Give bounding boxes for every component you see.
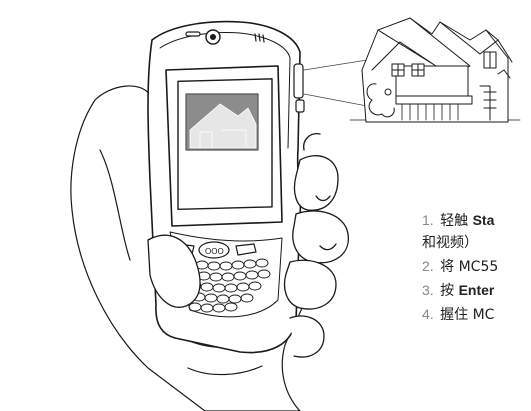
step-1: 1. 轻触 Sta 和视频）: [422, 212, 498, 251]
screen-preview-house-image: [186, 94, 258, 150]
step-3: 3. 按 Enter: [422, 282, 498, 299]
house-subject-illustration: [350, 18, 520, 122]
step-text: 轻触: [440, 213, 472, 229]
step-text: 按: [440, 283, 458, 299]
step-number: 2.: [422, 258, 434, 274]
side-scan-button[interactable]: [294, 64, 303, 98]
step-4: 4. 握住 MC: [422, 306, 498, 323]
instruction-steps: 1. 轻触 Sta 和视频） 2. 将 MC55 3. 按 Enter 4. 握…: [422, 212, 498, 323]
keypad-center-label: OOO: [205, 247, 224, 256]
side-volume-button[interactable]: [296, 100, 304, 112]
step-number: 3.: [422, 282, 434, 298]
step-text: 握住 MC: [440, 307, 494, 323]
step-number: 4.: [422, 306, 434, 322]
step-text: 将 MC55: [440, 259, 498, 275]
step-2: 2. 将 MC55: [422, 258, 498, 275]
step-number: 1.: [422, 212, 434, 228]
step-text-continuation: 和视频）: [422, 235, 498, 251]
step-bold-text: Enter: [459, 282, 495, 298]
step-bold-text: Sta: [473, 212, 495, 228]
